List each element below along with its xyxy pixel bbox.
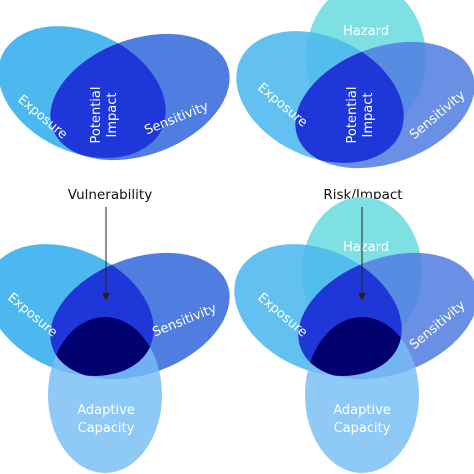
potential-impact-label-line1: Potential	[345, 87, 360, 144]
panel-top-right: Hazard Exposure Sensitivity Potential Im…	[236, 0, 474, 169]
risk-arrowhead	[358, 293, 366, 301]
potential-impact-label-line1: Potential	[89, 87, 104, 144]
vulnerability-arrowhead	[102, 293, 110, 301]
potential-impact-overlap	[295, 41, 426, 169]
panel-bottom-left: Exposure Sensitivity Adaptive Capacity	[0, 244, 230, 473]
panel-bottom-right: Hazard Exposure Sensitivity Adaptive Cap…	[234, 197, 474, 473]
adaptive-capacity-label-line1: Adaptive	[77, 403, 135, 418]
potential-impact-label-line2: Impact	[105, 93, 120, 138]
panel-top-left: Exposure Sensitivity Potential Impact	[0, 26, 230, 161]
hazard-label: Hazard	[343, 240, 389, 255]
adaptive-capacity-label-line2: Capacity	[334, 421, 391, 436]
potential-impact-label-line2: Impact	[361, 93, 376, 138]
hazard-label: Hazard	[343, 24, 389, 39]
adaptive-capacity-label-line2: Capacity	[78, 421, 135, 436]
adaptive-capacity-label-line1: Adaptive	[333, 403, 391, 418]
vulnerability-caption: Vulnerability	[68, 187, 152, 203]
risk-impact-caption: Risk/Impact	[323, 187, 402, 203]
